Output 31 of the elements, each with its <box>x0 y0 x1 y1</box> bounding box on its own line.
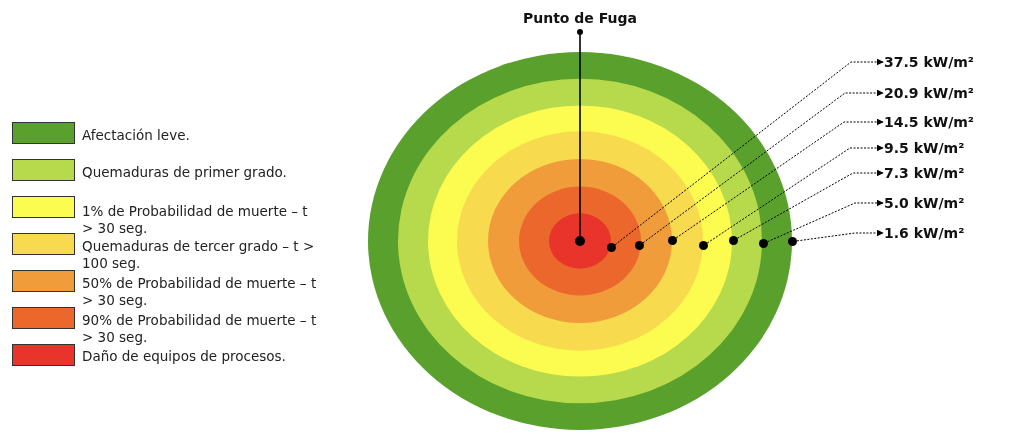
arrow <box>642 89 884 244</box>
legend-label: 90% de Probabilidad de muerte – t > 30 seg. <box>82 312 318 346</box>
point-marker <box>607 243 616 252</box>
connector-line <box>577 29 583 237</box>
heat-flux-label: 14.5 kW/m² <box>884 111 996 133</box>
vanishing-point-label: Punto de Fuga <box>505 7 655 29</box>
arrow <box>675 118 884 239</box>
heat-flux-label: 7.3 kW/m² <box>884 162 986 184</box>
point-marker <box>575 236 585 246</box>
heat-flux-label: 5.0 kW/m² <box>884 192 986 214</box>
point-marker <box>729 236 738 245</box>
point-marker <box>699 241 708 250</box>
heat-flux-label: 37.5 kW/m² <box>884 51 996 73</box>
point-marker <box>788 237 797 246</box>
legend-label: 50% de Probabilidad de muerte – t > 30 seg. <box>82 275 318 309</box>
legend-label: Quemaduras de primer grado. <box>82 164 288 181</box>
legend-label: 1% de Probabilidad de muerte – t > 30 seg. <box>82 203 309 237</box>
legend-label: Quemaduras de tercer grado – t > 100 seg. <box>82 238 316 272</box>
legend-label: Daño de equipos de procesos. <box>82 348 287 365</box>
heat-flux-label: 20.9 kW/m² <box>884 82 996 104</box>
arrow <box>736 169 884 239</box>
arrow <box>796 229 884 242</box>
point-marker <box>668 236 677 245</box>
arrow <box>614 58 884 246</box>
point-marker <box>635 241 644 250</box>
legend-label: Afectación leve. <box>82 127 191 144</box>
heat-flux-label: 1.6 kW/m² <box>884 222 986 244</box>
arrow <box>706 144 884 244</box>
point-marker <box>759 239 768 248</box>
arrow <box>767 199 884 243</box>
heat-flux-label: 9.5 kW/m² <box>884 137 986 159</box>
